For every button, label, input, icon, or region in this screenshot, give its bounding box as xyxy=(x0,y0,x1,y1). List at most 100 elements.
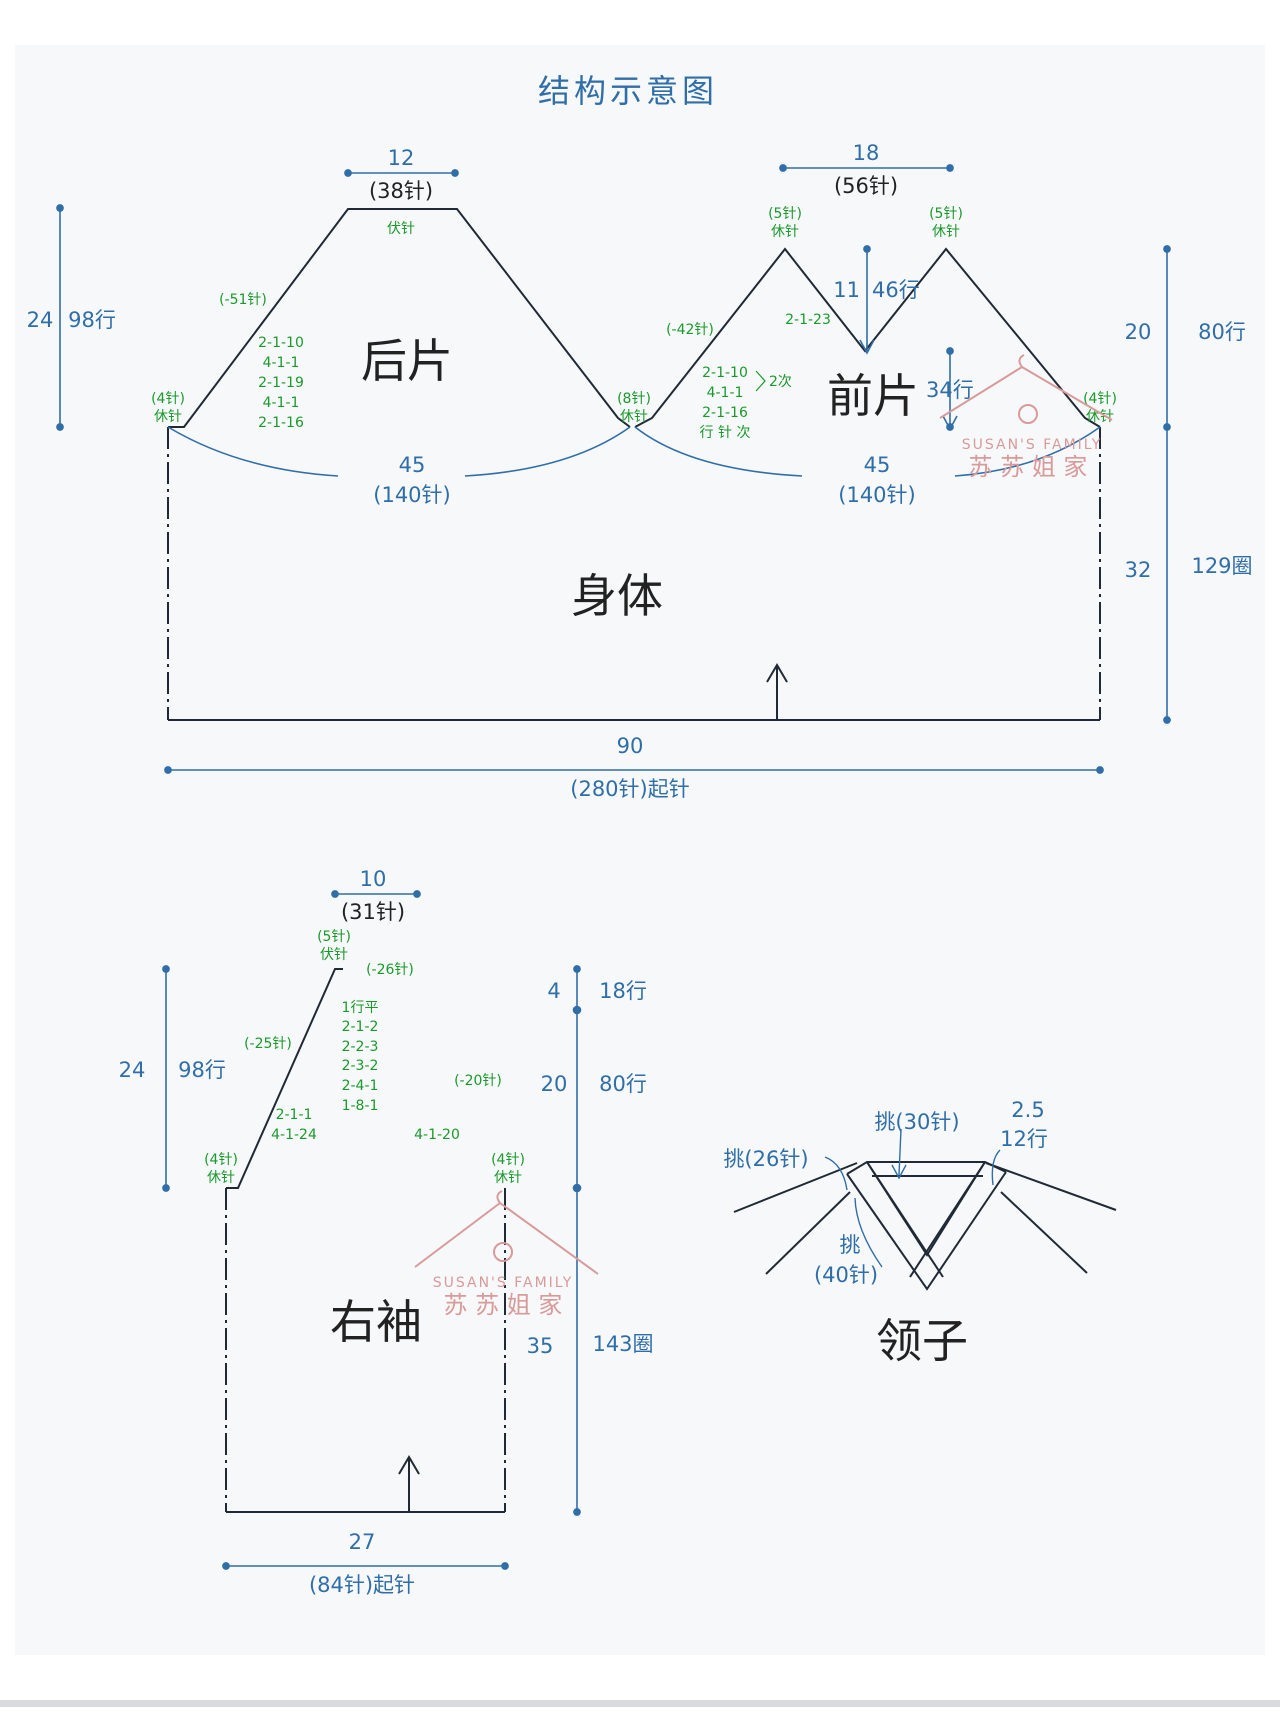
pick-front-label-1: 挑 xyxy=(840,1233,861,1257)
sleeve-left-hold-st: (4针) xyxy=(204,1152,238,1168)
collar-sleeve-right xyxy=(1000,1191,1088,1274)
sleeve-seg-dot xyxy=(572,1005,582,1015)
mid-hold: 休针 xyxy=(620,409,648,425)
panel-background xyxy=(15,45,1265,1655)
pick-side-label: 挑(26针) xyxy=(723,1147,808,1171)
body-piece-label: 身体 xyxy=(571,569,663,623)
sleeve-top-seg-rows: 18行 xyxy=(599,979,647,1003)
pick-back-label: 挑(30针) xyxy=(874,1110,959,1134)
pick-back-arrow xyxy=(898,1128,902,1176)
neck-under-arrowhead xyxy=(942,415,958,431)
sleeve-dimension-lines xyxy=(162,890,582,1570)
back-piece-label: 后片 xyxy=(361,334,453,388)
watermark-sleeve: SUSAN'S FAMILY 苏 苏 姐 家 xyxy=(414,1190,599,1319)
sleeve-outline xyxy=(226,968,343,1189)
back-width-cm: 45 xyxy=(399,453,426,477)
body-piece xyxy=(167,208,1101,721)
watermark-cn: 苏 苏 姐 家 xyxy=(444,1291,563,1319)
back-shaping-row: 2-1-16 xyxy=(258,415,304,431)
front-repeat-bracket xyxy=(755,370,766,392)
knit-direction-arrowhead xyxy=(766,663,788,683)
sleeve-right-hold: 休针 xyxy=(494,1170,522,1186)
collar-height-rows: 12行 xyxy=(1000,1127,1048,1151)
armhole-curves xyxy=(167,426,1101,477)
bottom-bar xyxy=(0,1700,1280,1707)
front-body-cm: 45 xyxy=(864,453,891,477)
pick-front-label-2: (40针) xyxy=(814,1263,878,1287)
back-shaping-row: 2-1-10 xyxy=(258,335,304,351)
peak-left-st: (5针) xyxy=(768,206,802,222)
collar-height-cm: 2.5 xyxy=(1011,1098,1044,1122)
watermark-en: SUSAN'S FAMILY xyxy=(433,1275,574,1291)
body-dimension-lines xyxy=(56,164,1171,774)
peak-left: 休针 xyxy=(771,224,799,240)
sleeve-top-right-dec: (-26针) xyxy=(366,962,414,978)
sleeve-top-cm: 10 xyxy=(360,867,387,891)
back-left-dec: (-51针) xyxy=(219,292,267,308)
sleeve-left-shaping-row: 4-1-24 xyxy=(271,1127,317,1143)
front-repeat: 2次 xyxy=(769,374,792,390)
back-raglan-outline xyxy=(168,208,631,428)
watermark-body: SUSAN'S FAMILY 苏 苏 姐 家 xyxy=(939,354,1113,481)
sleeve-mid-seg-cm: 20 xyxy=(541,1072,568,1096)
hem-cm: 90 xyxy=(617,734,644,758)
front-body-st: (140针) xyxy=(838,483,915,507)
collar-v-outer xyxy=(846,1171,1007,1291)
collar-piece xyxy=(733,1161,1117,1291)
back-shaping-list: 2-1-10 4-1-1 2-1-19 4-1-1 2-1-16 xyxy=(258,335,304,431)
sleeve-top-seg-cm: 4 xyxy=(547,979,560,1003)
sleeve-top-shaping-row: 2-2-3 xyxy=(342,1039,379,1055)
front-shaping-header: 行 针 次 xyxy=(700,425,751,441)
front-piece-label: 前片 xyxy=(827,369,919,423)
sleeve-top-shaping-row: 2-1-2 xyxy=(342,1019,379,1035)
sleeve-right-dec: (-20针) xyxy=(454,1073,502,1089)
sleeve-top-st: (31针) xyxy=(341,900,405,924)
sleeve-mid-seg-rows: 80行 xyxy=(599,1072,647,1096)
yarn-ball-hanger-icon xyxy=(939,354,1113,424)
watermark-cn: 苏 苏 姐 家 xyxy=(969,453,1088,481)
back-shaping-row: 4-1-1 xyxy=(263,355,300,371)
mid-hold-st: (8针) xyxy=(617,391,651,407)
left-hold: 休针 xyxy=(154,409,182,425)
collar-callouts xyxy=(824,1128,1001,1268)
yarn-ball-hanger-icon xyxy=(414,1190,599,1275)
height-callout xyxy=(991,1149,1001,1186)
sleeve-direction-arrowhead xyxy=(398,1455,420,1475)
sleeve-left-rows: 98行 xyxy=(178,1058,226,1082)
sleeve-top-bindoff: 伏针 xyxy=(320,947,348,963)
neck-under-rows: 34行 xyxy=(926,378,974,402)
collar-outer xyxy=(846,1161,1007,1175)
front-left-dec: (-42针) xyxy=(666,322,714,338)
sleeve-seg-dot xyxy=(572,1183,582,1193)
sleeve-len-rounds: 143圈 xyxy=(592,1332,653,1356)
back-top-bindoff: 伏针 xyxy=(387,221,415,237)
v-rate: 2-1-23 xyxy=(785,312,831,328)
pick-back-arrowhead xyxy=(891,1164,907,1180)
sleeve-piece xyxy=(225,968,506,1513)
raglan-left-rows: 98行 xyxy=(68,308,116,332)
sleeve-top-shaping-row: 2-3-2 xyxy=(342,1058,379,1074)
back-width-curve-left xyxy=(167,426,339,477)
sleeve-top-shaping-row: 2-4-1 xyxy=(342,1078,379,1094)
sleeve-left-shaping-row: 2-1-1 xyxy=(276,1107,313,1123)
back-shaping-row: 4-1-1 xyxy=(263,395,300,411)
collar-label: 领子 xyxy=(876,1314,968,1368)
right-hold-st: (4针) xyxy=(1083,391,1117,407)
sleeve-label: 右袖 xyxy=(330,1295,422,1349)
front-width-curve-right xyxy=(954,426,1101,477)
pick-front-callout xyxy=(854,1197,883,1268)
front-width-curve-left xyxy=(634,426,803,477)
page-title: 结构示意图 xyxy=(538,72,718,110)
v-depth-rows: 46行 xyxy=(872,278,920,302)
front-width-st: (56针) xyxy=(834,174,898,198)
back-shaping-row: 2-1-19 xyxy=(258,375,304,391)
body-len-cm: 32 xyxy=(1125,558,1152,582)
raglan-left-cm: 24 xyxy=(27,308,54,332)
sleeve-top-bindoff-st: (5针) xyxy=(317,929,351,945)
watermark-en: SUSAN'S FAMILY xyxy=(962,437,1103,453)
front-width-cm: 18 xyxy=(853,141,880,165)
collar-v-band xyxy=(909,1161,986,1278)
hem-st: (280针)起针 xyxy=(570,777,689,801)
